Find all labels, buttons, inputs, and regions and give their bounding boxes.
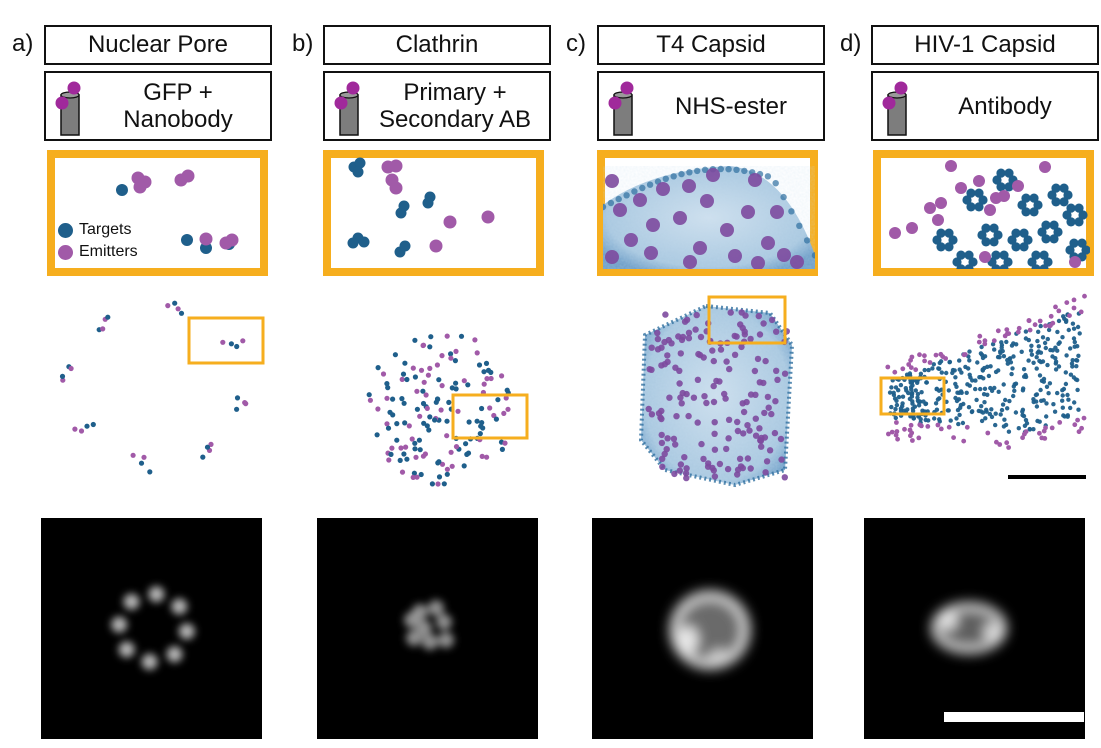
scale-bar-overview — [1008, 475, 1086, 479]
legend-targets: Targets — [58, 219, 138, 241]
target-swatch — [58, 223, 73, 238]
overview-a-nuclear-pore-points — [60, 301, 248, 475]
micro-image-d — [864, 518, 1085, 739]
legend: Targets Emitters — [58, 219, 138, 263]
zoom-d-content — [889, 160, 1091, 274]
overview-b-zoom-marker — [453, 395, 527, 438]
zoom-inset-frames — [51, 154, 1090, 272]
legend-emitters: Emitters — [58, 241, 138, 263]
legend-targets-label: Targets — [79, 219, 131, 241]
scale-bar-micro — [944, 712, 1084, 722]
micro-image-c — [592, 518, 813, 739]
overview-b-clathrin-points — [367, 334, 511, 487]
zoom-c-content — [600, 166, 818, 270]
overview-a-zoom-marker — [189, 318, 263, 363]
legend-emitters-label: Emitters — [79, 241, 138, 263]
emitter-swatch — [58, 245, 73, 260]
overview-d-hiv-capsid-points — [885, 294, 1087, 450]
micro-image-a — [41, 518, 262, 739]
overview-c-capsid — [630, 300, 800, 490]
zoom-d-points — [889, 160, 1091, 274]
micro-image-b — [317, 518, 538, 739]
zoom-b-points — [348, 158, 495, 258]
